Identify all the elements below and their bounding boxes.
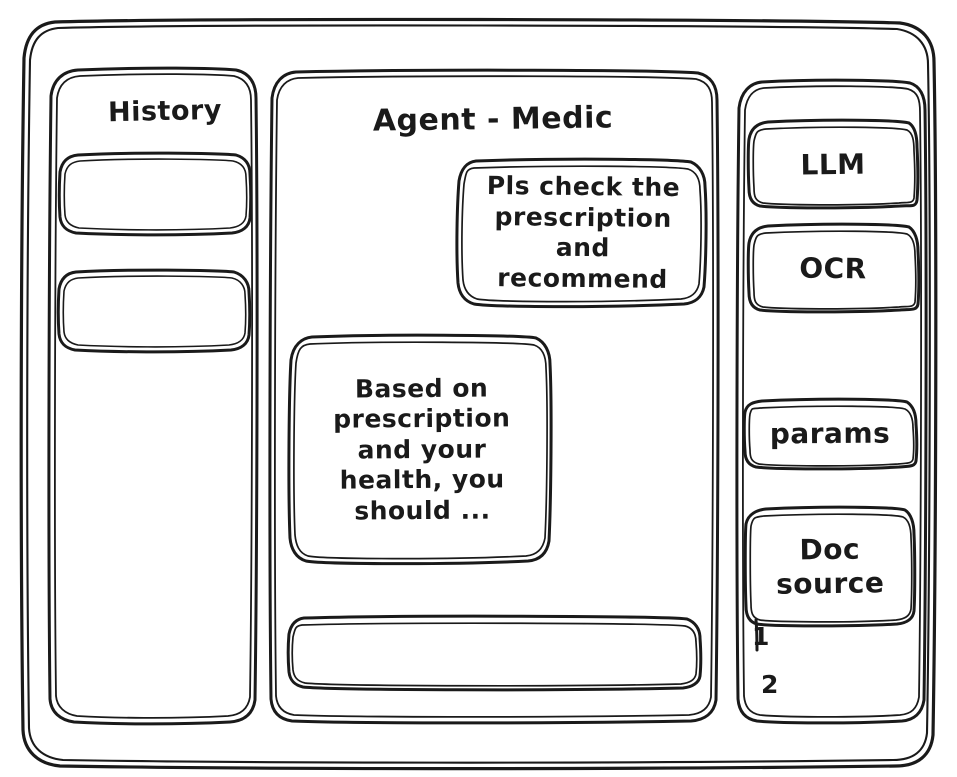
- tool-chip-doc-source[interactable]: Doc source: [775, 532, 885, 601]
- doc-source-item-1[interactable]: 1: [752, 621, 770, 651]
- tools-panel-stroke: [735, 78, 928, 725]
- doc-source-item-2[interactable]: 2: [761, 669, 779, 699]
- agent-panel-stroke: [268, 68, 720, 725]
- tool-chip-llm[interactable]: LLM: [800, 147, 866, 182]
- ocr-chip-stroke: [746, 222, 921, 314]
- composer-input-stroke: [286, 614, 703, 692]
- doc-source-leader-line-stroke: [754, 618, 759, 652]
- history-panel-stroke: [47, 66, 259, 726]
- page-title-history: History: [107, 94, 223, 128]
- assistant-message-bubble-stroke: [287, 333, 553, 566]
- user-message-bubble-stroke: [455, 157, 708, 309]
- tool-chip-params[interactable]: params: [769, 416, 891, 451]
- params-chip-stroke: [742, 397, 919, 471]
- window-frame-stroke: [19, 17, 938, 771]
- list-item[interactable]: [60, 155, 250, 233]
- history-item-2-stroke: [56, 268, 252, 354]
- list-item[interactable]: [59, 272, 249, 350]
- doc-source-box-stroke: [743, 505, 917, 628]
- user-message-text: Pls check the prescription and recommend: [486, 170, 681, 294]
- page-title-agent: Agent - Medic: [372, 100, 614, 139]
- composer-input[interactable]: [292, 620, 698, 686]
- tool-chip-ocr[interactable]: OCR: [799, 251, 867, 286]
- history-item-1-stroke: [57, 151, 253, 237]
- assistant-message-text: Based on prescription and your health, y…: [333, 373, 511, 526]
- llm-chip-stroke: [746, 118, 920, 210]
